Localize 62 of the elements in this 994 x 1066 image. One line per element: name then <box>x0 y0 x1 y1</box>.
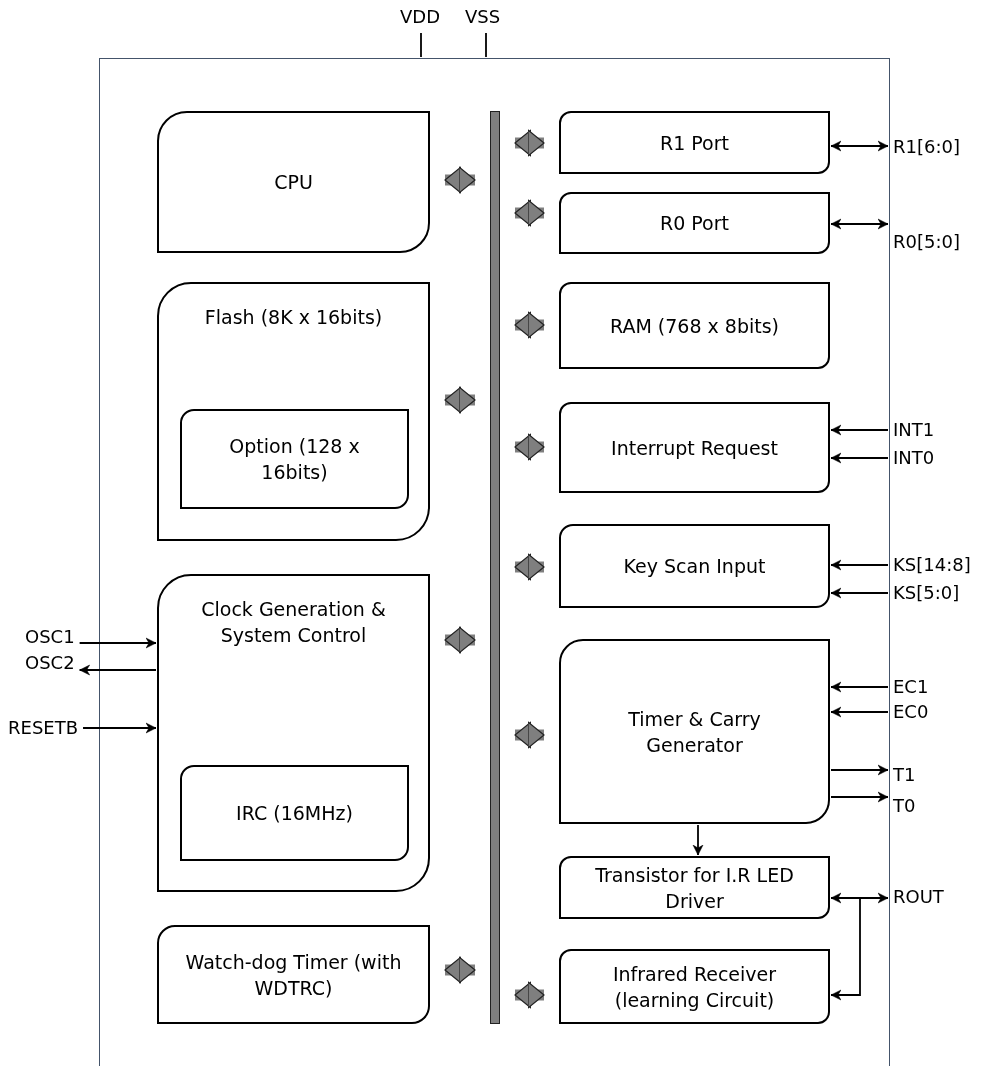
signal-arrow <box>78 664 157 676</box>
function-block <box>180 765 409 861</box>
function-block <box>559 524 830 608</box>
bus-arrow <box>444 956 476 984</box>
pin-line <box>420 32 422 58</box>
block-label: IRC (16MHz) <box>236 801 353 826</box>
bus-arrow <box>444 626 476 654</box>
signal-arrow <box>830 764 889 776</box>
bus-arrow <box>514 129 545 157</box>
block-label: Timer & Carry Generator <box>627 706 762 758</box>
bus-arrow <box>514 553 545 581</box>
bus-arrow <box>444 386 476 414</box>
block-label: Key Scan Input <box>623 554 766 579</box>
signal-arrow <box>830 424 889 436</box>
block-label: Option (128 x 16bits) <box>228 434 361 485</box>
signal-arrow <box>830 452 889 464</box>
bus-arrow <box>514 433 545 461</box>
signal-arrow <box>830 791 889 803</box>
bus-arrow <box>514 981 545 1009</box>
block-label: Clock Generation & System Control <box>200 597 387 648</box>
internal-bus-bar <box>490 111 500 1024</box>
signal-arrow <box>82 722 157 734</box>
block-label: Interrupt Request <box>611 435 778 461</box>
function-block <box>559 192 830 254</box>
signal-arrow <box>830 140 889 152</box>
bus-arrow <box>514 311 545 339</box>
function-block <box>559 402 830 493</box>
pin-label: R0[5:0] <box>893 231 960 253</box>
function-block <box>157 925 430 1024</box>
block-label: Infrared Receiver (learning Circuit) <box>611 961 778 1013</box>
pin-line <box>485 32 487 58</box>
bus-arrow <box>514 199 545 227</box>
function-block <box>559 282 830 369</box>
block-label: R0 Port <box>660 211 729 236</box>
signal-arrow <box>830 897 889 1001</box>
signal-arrow <box>830 218 889 230</box>
block-label: CPU <box>274 170 313 195</box>
pin-label: R1[6:0] <box>893 136 960 158</box>
function-block <box>157 574 430 892</box>
bus-arrow <box>514 721 545 749</box>
block-label: Watch-dog Timer (with WDTRC) <box>184 949 403 1001</box>
pin-label: KS[14:8] <box>893 554 971 576</box>
block-label: Transistor for I.R LED Driver <box>594 862 795 914</box>
function-block <box>559 949 830 1024</box>
function-block <box>157 282 430 541</box>
signal-arrow <box>830 587 889 599</box>
function-block <box>180 409 409 509</box>
block-label: Flash (8K x 16bits) <box>204 305 383 330</box>
signal-arrow <box>830 559 889 571</box>
bus-arrow <box>444 166 476 194</box>
signal-arrow <box>830 706 889 718</box>
function-block <box>559 856 830 919</box>
block-label: R1 Port <box>660 130 729 156</box>
block-label: RAM (768 x 8bits) <box>609 313 780 339</box>
signal-arrow <box>830 681 889 693</box>
function-block <box>559 111 830 174</box>
pin-label: KS[5:0] <box>893 582 960 604</box>
function-block <box>157 111 430 253</box>
signal-arrow <box>692 824 704 856</box>
chip-outline <box>99 58 890 1066</box>
signal-arrow <box>78 637 157 649</box>
function-block <box>559 639 830 824</box>
